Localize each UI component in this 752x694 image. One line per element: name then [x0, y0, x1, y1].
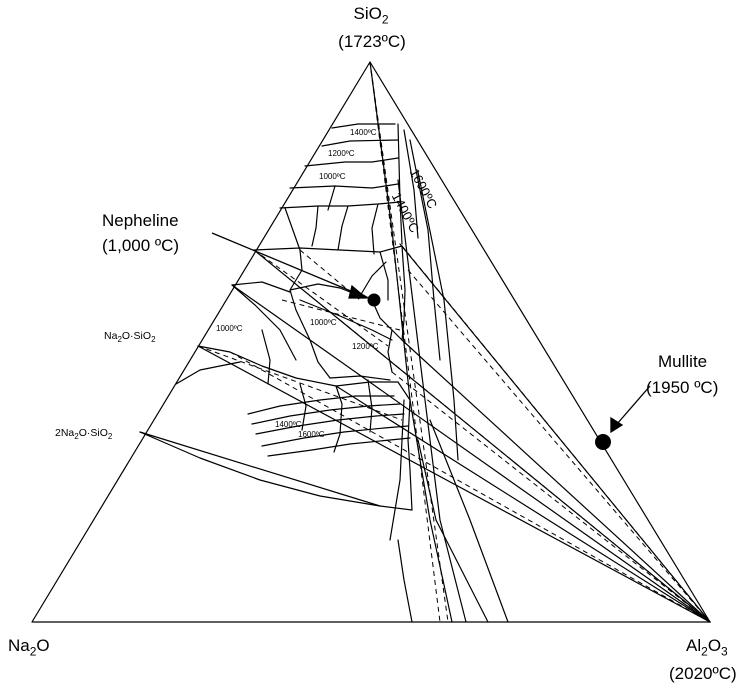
na2o-sio2-sub-2: 2: [151, 335, 156, 345]
na2o-formula: Na: [8, 636, 30, 655]
nepheline-point: [367, 293, 381, 307]
label-al2o3-temp: (2020ºC): [669, 664, 737, 683]
label-al2o3: Al2O3: [686, 636, 728, 659]
mullite-arrow: [616, 385, 651, 425]
na2o-sio2-part-a: Na: [104, 330, 118, 342]
isotherm-1000-left: 1000ºC: [216, 324, 243, 333]
isotherm-1200-mid: 1200ºC: [352, 342, 379, 351]
vertical-boundaries: [369, 61, 509, 623]
2na2o-sio2-part-a: 2Na: [55, 427, 75, 439]
nepheline-arrowhead: [348, 284, 368, 299]
nepheline-field-curves: [253, 207, 406, 381]
label-mullite-temp: (1950 ºC): [646, 378, 719, 397]
label-nepheline: Nepheline: [102, 211, 179, 230]
al2o3-subscript-2: 3: [721, 644, 728, 659]
sio2-subscript: 2: [381, 12, 389, 27]
isotherm-1600-low: 1600ºC: [298, 430, 325, 439]
lower-isotherm-curves: [247, 379, 411, 457]
al2o3-suffix: O: [707, 636, 722, 655]
isotherm-1400-top: 1400ºC: [350, 128, 377, 137]
triangle-outline: [31, 61, 711, 623]
upper-liquidus-curves: [279, 123, 459, 461]
label-mullite: Mullite: [658, 352, 708, 371]
na2o-subscript: 2: [29, 644, 37, 659]
2na2o-sio2-sub-2: 2: [107, 432, 113, 442]
label-na2o-sio2: Na2O·SiO2: [104, 330, 156, 344]
isotherm-1200-top: 1200ºC: [328, 149, 355, 158]
label-sio2-temp: (1723ºC): [338, 32, 406, 51]
al2o3-subscript: 2: [701, 644, 708, 659]
isotherm-1400-low: 1400ºC: [275, 420, 302, 429]
na2o-suffix: O: [36, 636, 50, 655]
sio2-formula: SiO: [353, 4, 382, 23]
nepheline-arrow: [211, 232, 359, 295]
label-nepheline-temp: (1,000 ºC): [102, 236, 180, 255]
dashed-tie-lines: [197, 61, 711, 623]
isotherm-1000-mid: 1000ºC: [310, 318, 337, 327]
soda-silicate-curves: [139, 281, 413, 511]
label-sio2: SiO2: [326, 4, 416, 27]
na2o-sio2-sub-1: 2: [117, 335, 122, 345]
label-2na2o-sio2: 2Na2O·SiO2: [55, 427, 112, 441]
2na2o-sio2-sub-1: 2: [74, 432, 79, 442]
al2o3-formula: Al: [686, 636, 702, 655]
mullite-point: [595, 434, 611, 450]
isotherm-1000-top: 1000ºC: [319, 172, 346, 181]
2na2o-sio2-part-b: O·SiO: [78, 427, 108, 439]
na2o-sio2-part-b: O·SiO: [121, 330, 152, 342]
mullite-arrowhead: [610, 416, 624, 434]
label-na2o: Na2O: [8, 636, 50, 659]
